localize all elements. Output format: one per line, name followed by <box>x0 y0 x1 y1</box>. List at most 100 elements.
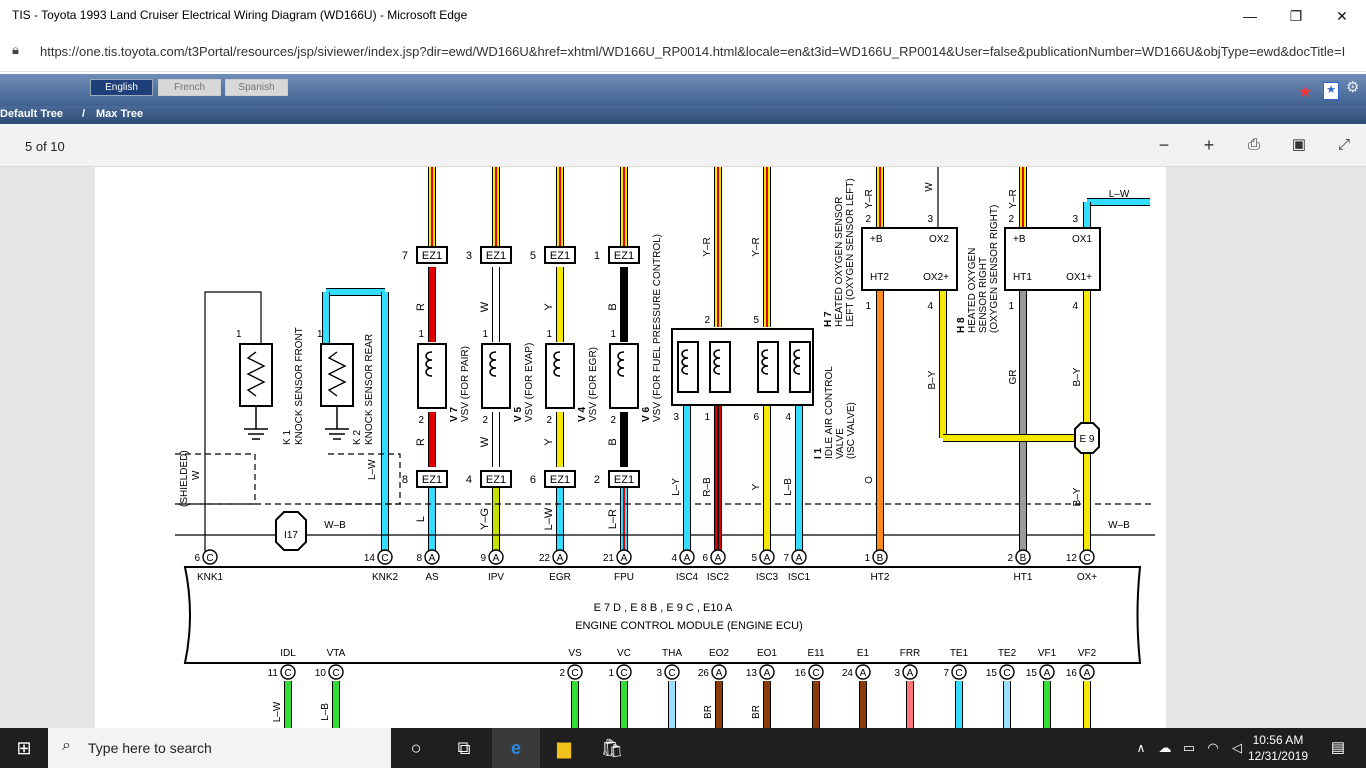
ecm-top-pin-11-letter: B <box>1020 553 1027 564</box>
ecm-bot-pin-3-letter: C <box>620 668 627 679</box>
ecm-top-pin-4 <box>552 549 568 565</box>
ez1-top-0-pin: 7 <box>402 250 408 262</box>
isc-coil-3 <box>789 341 811 393</box>
ecm-top-pin-2-letter: A <box>429 553 436 564</box>
battery-icon[interactable]: ▭ <box>1182 740 1196 755</box>
url-field[interactable]: https://one.tis.toyota.com/t3Portal/reso… <box>40 44 1346 59</box>
vsv-pin1-0: 1 <box>418 329 424 340</box>
vsv-wire-code-bot-0: R <box>415 438 427 446</box>
sensor-label-0: K 1 <box>282 430 293 445</box>
ecm-bot-wire-code-5: BR <box>703 705 714 719</box>
ecm-top-pin-num-2: 8 <box>416 553 422 564</box>
taskbar-search-box[interactable]: ⌕ Type here to search <box>48 728 391 768</box>
notification-icon[interactable]: ▤ <box>1330 739 1346 756</box>
ecm-bot-pin-7-letter: C <box>812 668 819 679</box>
isc-coil-2 <box>757 341 779 393</box>
ecm-top-pin-name-0: KNK1 <box>197 572 224 583</box>
ez1-bot-2-pin: 6 <box>530 474 536 486</box>
windows-start-icon[interactable]: ⊞ <box>16 738 32 758</box>
ecm-top-pin-8-letter: A <box>764 553 771 564</box>
edge-icon[interactable]: e <box>492 728 540 768</box>
print-icon[interactable]: ⎙ <box>1247 136 1260 153</box>
ecm-bot-pin-8-letter: A <box>860 668 867 679</box>
lang-spanish-button[interactable]: Spanish <box>225 79 288 96</box>
bookmark-icon[interactable]: ★ <box>1323 82 1339 100</box>
lang-french-button[interactable]: French <box>158 79 221 96</box>
h7-label-1: HEATED OXYGEN SENSOR <box>834 197 845 327</box>
isc-coil-0 <box>677 341 699 393</box>
tray-chevron-icon[interactable]: ∧ <box>1136 741 1146 755</box>
onedrive-icon[interactable]: ☁ <box>1158 740 1172 755</box>
isc-label-0: I 1 <box>813 447 824 459</box>
h7-label-2: LEFT (OXYGEN SENSOR LEFT) <box>845 178 856 327</box>
fullscreen-icon[interactable]: ⤢ <box>1337 136 1350 153</box>
ecm-top-pin-num-11: 2 <box>1007 553 1013 564</box>
restore-icon[interactable]: ❐ <box>1289 8 1303 24</box>
ecm-top-pin-num-4: 22 <box>539 553 551 564</box>
lock-icon: 🔒︎ <box>12 42 19 57</box>
cortana-icon[interactable]: ○ <box>410 738 422 758</box>
task-view-icon[interactable]: ⧉ <box>457 738 471 758</box>
ground-icon-1 <box>244 428 268 440</box>
lang-english-button[interactable]: English <box>90 79 153 96</box>
ecm-bot-pin-name-2: VS <box>568 648 582 659</box>
ecm-name: ENGINE CONTROL MODULE (ENGINE ECU) <box>575 620 803 632</box>
isc-pin-3: 4 <box>785 412 791 423</box>
vsv-label-0: V 7 <box>449 407 460 422</box>
ecm-bot-pin-name-9: FRR <box>900 648 921 659</box>
vsv-label-1: VSV (FOR PAIR) <box>460 346 471 422</box>
ecm-bot-pin-1 <box>328 664 344 680</box>
h7-wire-code-1: W <box>924 182 935 192</box>
ecm-bot-wire-code-0: L–W <box>272 701 283 722</box>
isc-wire-code-2: Y <box>751 483 762 490</box>
ecm-bot-pin-name-11: TE2 <box>998 648 1017 659</box>
ecm-top-pin-num-9: 7 <box>783 553 789 564</box>
ecm-top-pin-num-12: 12 <box>1066 553 1078 564</box>
zoom-out-icon[interactable]: − <box>1158 135 1170 155</box>
vsv-wire-code-bot-2: Y <box>543 438 555 446</box>
close-icon[interactable]: ✕ <box>1336 8 1348 24</box>
search-placeholder: Type here to search <box>88 740 212 756</box>
ecm-top-pin-name-9: ISC1 <box>788 572 811 583</box>
file-explorer-icon[interactable]: ▆ <box>557 738 571 758</box>
default-tree-link[interactable]: Default Tree <box>0 108 63 120</box>
ecm-top-pin-2 <box>424 549 440 565</box>
address-bar[interactable]: 🔒︎ https://one.tis.toyota.com/t3Portal/r… <box>0 32 1366 72</box>
sensor-label-2: K 2 <box>352 430 363 445</box>
browser-titlebar: TIS - Toyota 1993 Land Cruiser Electrica… <box>0 0 1366 32</box>
h8-pin-3: 4 <box>1072 301 1078 312</box>
vsv-pin2-1: 2 <box>482 415 488 426</box>
favorite-star-icon[interactable]: ★ <box>1298 84 1313 101</box>
h8-wire-code-1: GR <box>1008 370 1019 385</box>
h7-label-0: H 7 <box>823 311 834 327</box>
zoom-in-icon[interactable]: + <box>1203 135 1215 155</box>
ecm-top-pin-8 <box>759 549 775 565</box>
store-icon[interactable]: 🛍︎ <box>600 738 624 758</box>
ecm-bot-pin-6 <box>759 664 775 680</box>
ez1-bot-1-label: EZ1 <box>486 474 506 486</box>
clock[interactable]: 10:56 AM 12/31/2019 <box>1248 732 1308 764</box>
volume-icon[interactable]: ◁ <box>1232 740 1242 755</box>
minimize-icon[interactable]: — <box>1243 8 1257 24</box>
ecm-top-pin-num-8: 5 <box>751 553 757 564</box>
h8-label-1: HEATED OXYGEN <box>967 248 978 333</box>
tree-separator: / <box>82 108 86 120</box>
h7-wire-code-2: O <box>864 476 875 484</box>
ecm-top-pin-7-letter: A <box>715 553 722 564</box>
vsv-wire-code-top-3: B <box>607 303 619 310</box>
h8-label-2: SENSOR RIGHT <box>978 257 989 333</box>
ez1-bot-2-label: EZ1 <box>550 474 570 486</box>
save-icon[interactable]: ▣ <box>1291 136 1307 153</box>
wifi-icon[interactable]: ◠ <box>1207 740 1219 755</box>
h8-wire-code-3: L–W <box>1109 189 1130 200</box>
ecm-bot-pin-name-10: TE1 <box>950 648 969 659</box>
settings-gear-icon[interactable]: ⚙ <box>1346 79 1360 96</box>
h7-pin-2: 1 <box>865 301 871 312</box>
ez1-top-3 <box>608 246 640 264</box>
isc-top-pin-1: 5 <box>753 315 759 326</box>
sensor-label-6: L–W <box>367 459 378 480</box>
isc-top-wire-code-0: Y–R <box>702 237 713 256</box>
vsv-label-6: V 6 <box>641 407 652 422</box>
max-tree-link[interactable]: Max Tree <box>96 108 144 120</box>
